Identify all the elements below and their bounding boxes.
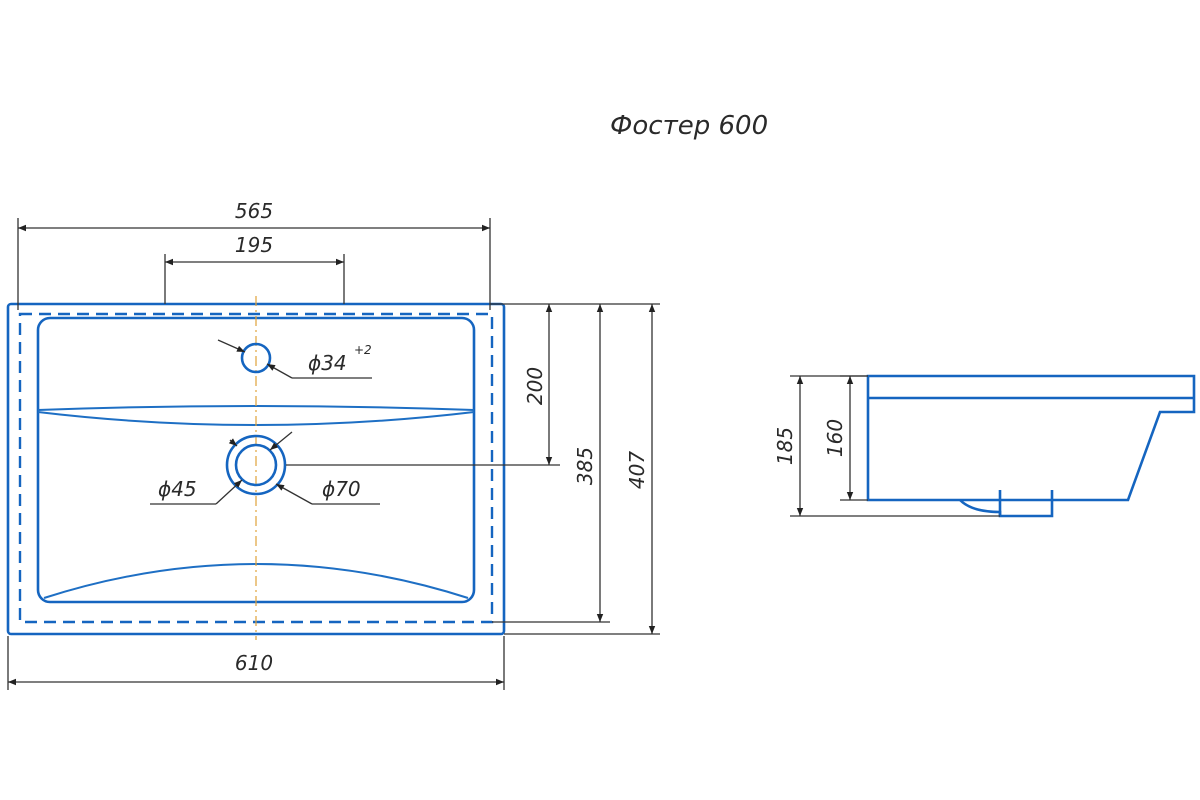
dim-160-label: 160 — [823, 419, 847, 457]
faucet-hole-tolerance: +2 — [354, 343, 372, 357]
dim-160: 160 — [823, 375, 868, 501]
callout-drain-outer: ϕ70 — [228, 438, 380, 505]
dim-610: 610 — [7, 636, 505, 690]
callout-drain-inner: ϕ45 — [150, 431, 293, 505]
dim-565: 565 — [17, 199, 491, 310]
top-view — [6, 296, 506, 640]
dim-385-label: 385 — [573, 447, 597, 485]
dim-610-label: 610 — [235, 651, 273, 675]
drawing-title: Фостер 600 — [610, 111, 768, 141]
dim-195: 195 — [164, 233, 345, 304]
dim-385: 385 — [492, 303, 610, 623]
drain-outer — [225, 434, 287, 496]
side-view-drain — [959, 490, 1054, 518]
side-view — [866, 374, 1196, 518]
drain-outer-label: ϕ70 — [322, 477, 361, 501]
dim-407-label: 407 — [625, 451, 649, 489]
callout-faucet-hole: ϕ34 +2 — [217, 339, 372, 379]
faucet-hole — [240, 342, 272, 374]
faucet-hole-label: ϕ34 — [308, 351, 347, 375]
side-view-body — [866, 374, 1196, 502]
dim-200-label: 200 — [523, 367, 547, 405]
dim-185-label: 185 — [773, 427, 797, 465]
drain-inner — [234, 443, 278, 487]
dim-565-label: 565 — [235, 199, 273, 223]
dim-185: 185 — [773, 375, 1000, 517]
basin-shelf-line — [37, 405, 475, 411]
dim-200: 200 — [286, 303, 560, 466]
drain-inner-label: ϕ45 — [158, 477, 197, 501]
dim-407: 407 — [504, 303, 660, 635]
dim-195-label: 195 — [235, 233, 273, 257]
